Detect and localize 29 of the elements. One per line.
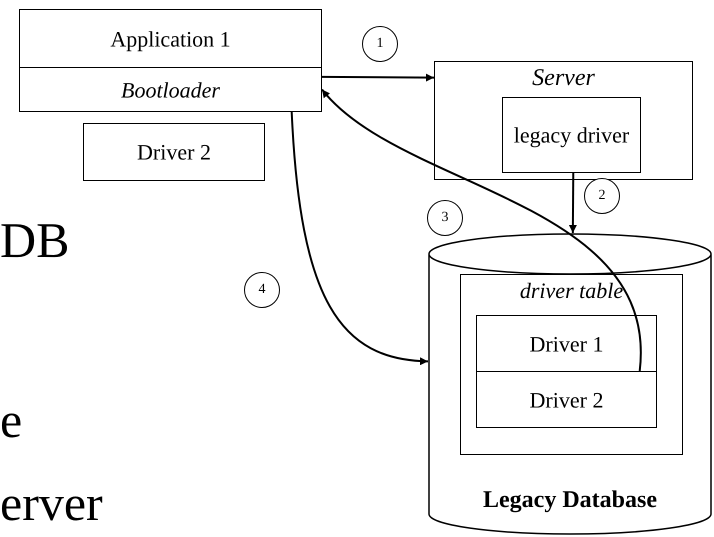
table-box [460,274,683,455]
arrow [322,74,434,82]
box-title: Server [531,66,596,92]
process-box [19,9,322,68]
arrow [568,172,577,233]
step-number: 1 [362,26,398,62]
box-title: driver table [518,279,624,302]
step-number: 3 [427,200,463,236]
node-label: Application 1 [109,26,232,50]
database-title: Legacy Database [482,488,658,513]
node-label: Bootloader [120,78,221,102]
slide-text: e [0,395,22,445]
arrow [290,112,428,365]
node-label: legacy driver [512,123,630,147]
slide-text: DB [0,215,70,265]
node-label: Driver 2 [528,388,604,412]
process-box [19,67,322,112]
node-label: Driver 1 [528,332,604,356]
database-cylinder [428,233,712,535]
slide-text: erver [0,478,103,528]
process-box [502,97,641,173]
arrow [321,88,641,372]
step-number: 2 [584,178,620,214]
step-number: 4 [244,272,280,308]
node-label: Driver 2 [136,140,212,164]
process-box [476,371,657,428]
process-box [434,61,693,180]
process-box [83,123,265,181]
process-box [476,315,657,372]
